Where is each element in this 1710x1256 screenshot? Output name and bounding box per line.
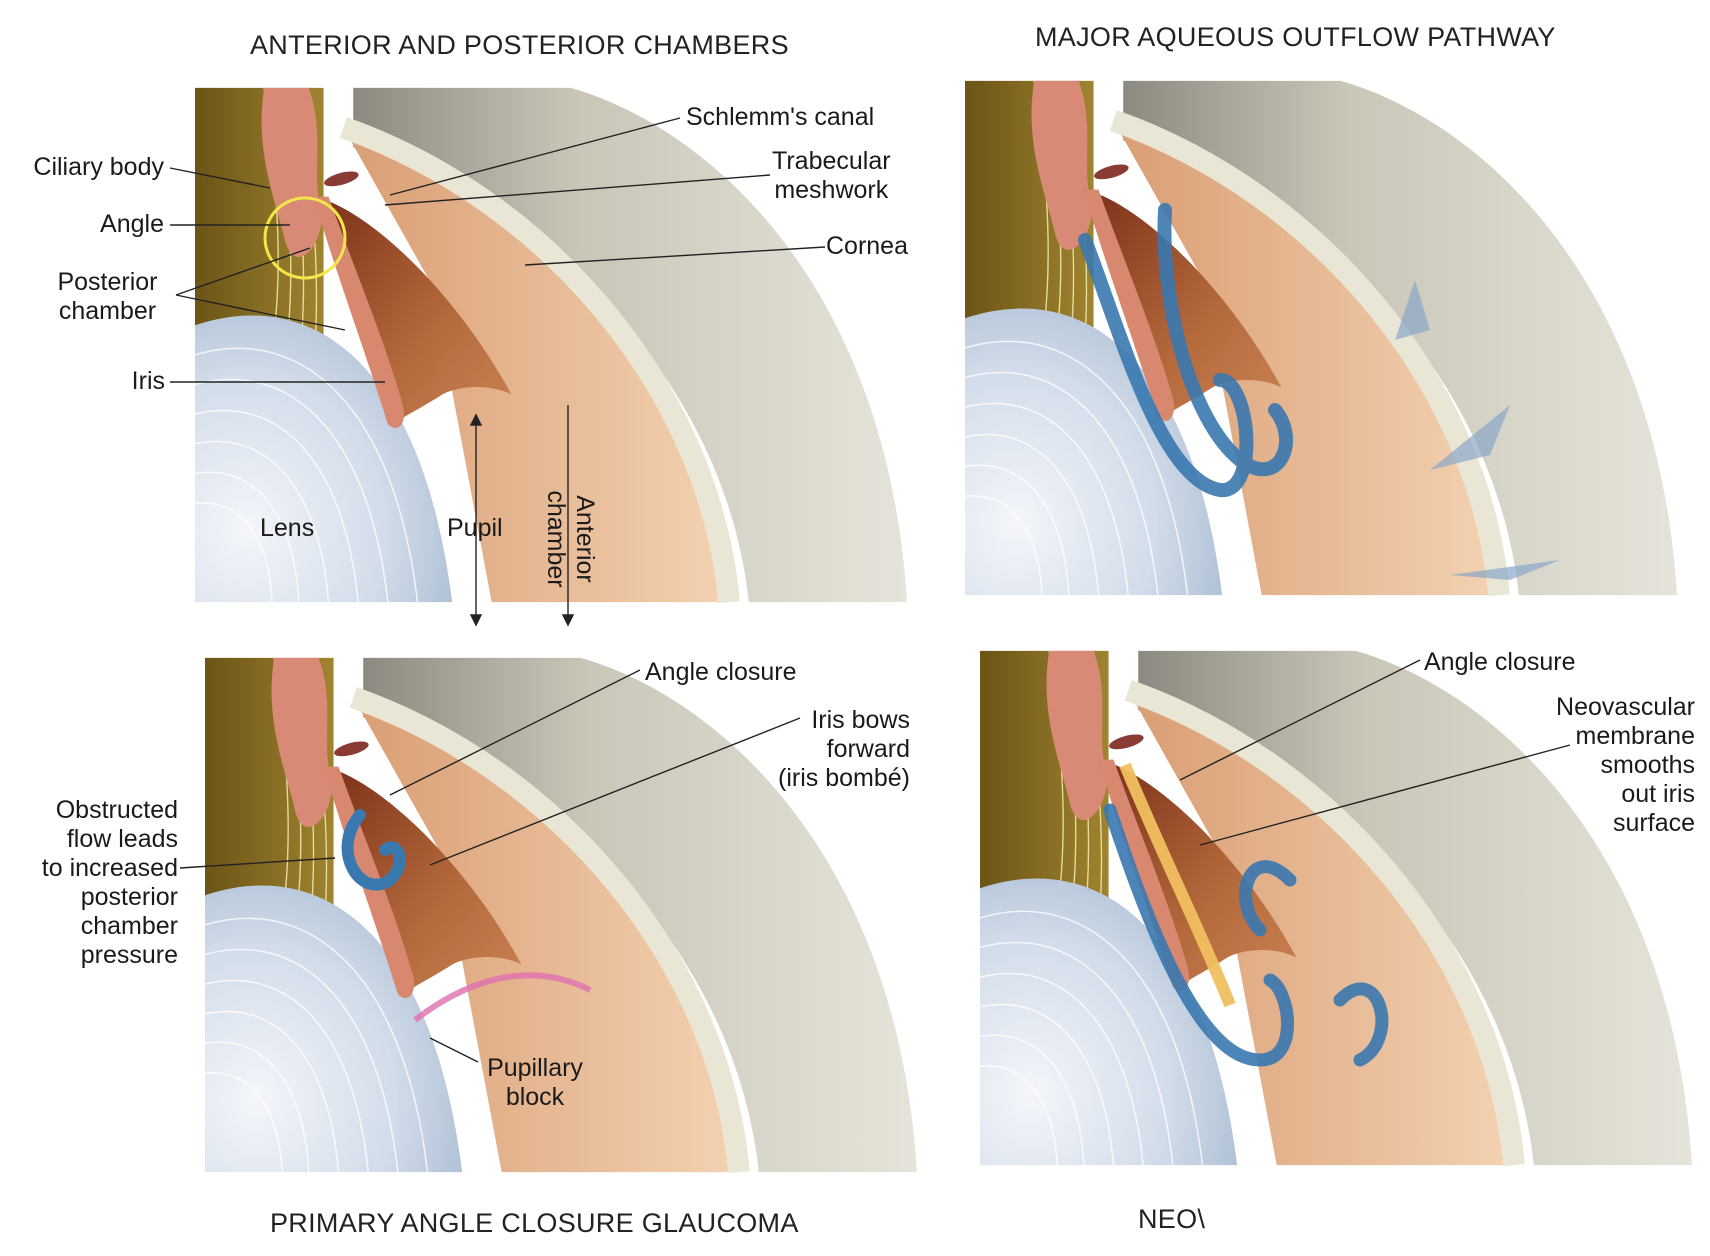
panel-top-right-illustration xyxy=(965,81,1677,595)
label-iris: Iris xyxy=(131,367,165,395)
pupillary-block-highlight xyxy=(413,972,592,1023)
label-posterior-chamber: Posterior chamber xyxy=(57,268,158,325)
panel-title-top-right: MAJOR AQUEOUS OUTFLOW PATHWAY xyxy=(1035,22,1556,52)
neovascular-flow-arrows xyxy=(1103,803,1389,1067)
label-pupillary-block: Pupillary block xyxy=(487,1054,583,1111)
label-angle: Angle xyxy=(100,210,164,238)
neovascular-membrane xyxy=(1119,762,1236,1008)
label-schlemms-canal: Schlemm's canal xyxy=(686,103,875,131)
label-trabecular-meshwork: Trabecular meshwork xyxy=(772,147,891,204)
aqueous-flow-arrows xyxy=(1078,203,1293,497)
label-lens: Lens xyxy=(260,514,315,542)
label-angle-closure-right: Angle closure xyxy=(1424,648,1576,676)
angle-highlight-circle xyxy=(263,196,347,280)
label-cornea: Cornea xyxy=(826,232,908,260)
label-pupil: Pupil xyxy=(447,514,503,542)
label-angle-closure-left: Angle closure xyxy=(645,658,797,686)
panel-title-bottom-right: NEO\ xyxy=(1138,1204,1206,1234)
label-anterior-chamber: Anterior chamber xyxy=(542,490,599,588)
dimension-arrows-top-left xyxy=(469,405,575,627)
label-neovascular-membrane: Neovascular membrane smooths out iris su… xyxy=(1556,693,1695,837)
leader-lines-top-left xyxy=(169,117,826,383)
label-obstructed-flow: Obstructed flow leads to increased poste… xyxy=(41,796,178,969)
panel-title-top-left: ANTERIOR AND POSTERIOR CHAMBERS xyxy=(250,30,789,60)
leader-lines-bottom-right xyxy=(1179,659,1571,846)
label-ciliary-body: Ciliary body xyxy=(33,153,164,181)
label-iris-bows-forward: Iris bows forward (iris bombé) xyxy=(778,706,910,792)
panel-title-bottom-left: PRIMARY ANGLE CLOSURE GLAUCOMA xyxy=(270,1208,799,1238)
obstructed-flow-arrow xyxy=(341,809,406,891)
leader-lines-bottom-left xyxy=(179,669,801,1063)
